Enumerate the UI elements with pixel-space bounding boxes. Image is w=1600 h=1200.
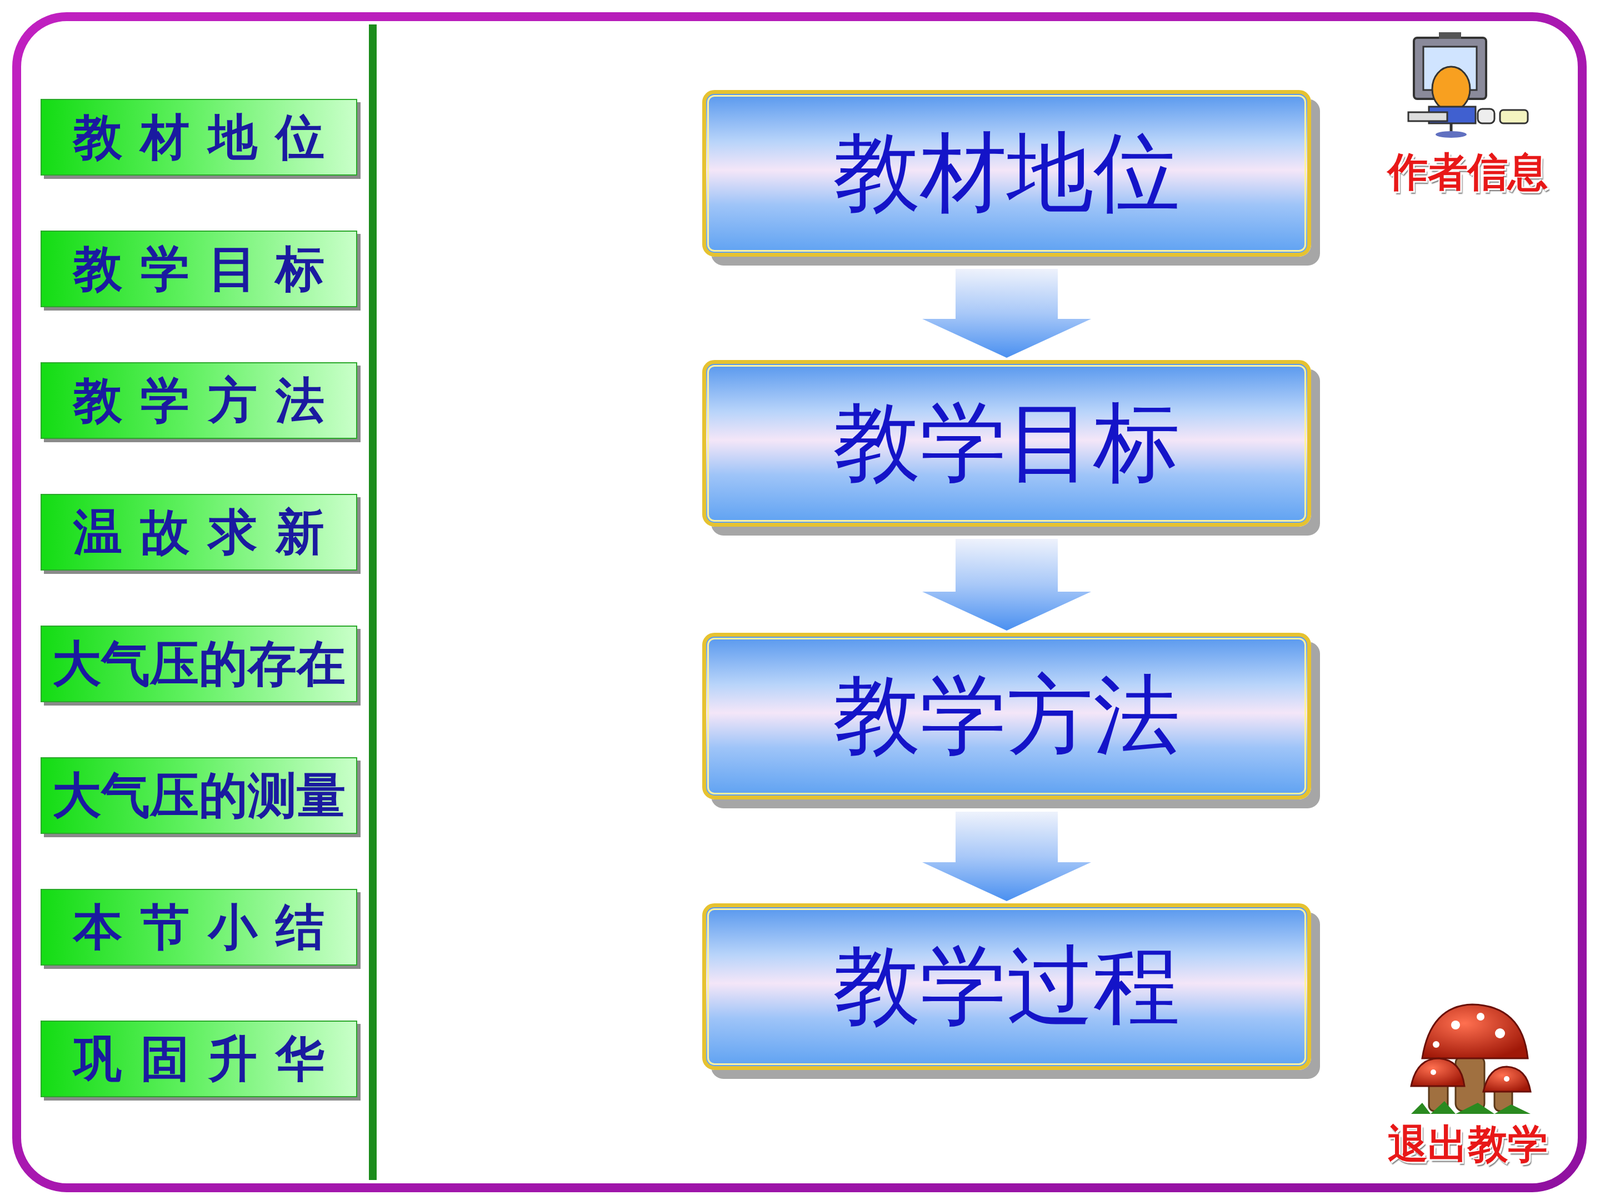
nav-label: 本节小结 [73,894,344,961]
process-box: 教材地位 [702,90,1312,257]
flow-arrow [922,268,1092,358]
process-box: 教学方法 [702,632,1312,800]
menu-link: 作者信息 [1387,145,1548,199]
process-box: 教学目标 [702,360,1312,527]
box-label: 教学目标 [833,385,1180,502]
process-box: 教学过程 [702,903,1312,1070]
flow-arrow [922,538,1092,631]
nav-label: 教学目标 [73,236,344,303]
box-label: 教材地位 [833,115,1180,232]
page-frame [16,16,1583,1188]
box-label: 教学过程 [833,928,1180,1045]
nav-button: 巩固升华 [40,1020,358,1098]
menu-link: 退出教学 [1387,1117,1548,1172]
nav-button: 大气压的存在 [40,625,358,703]
nav-button: 教学目标 [40,230,358,308]
nav-label: 温故求新 [73,499,344,566]
mushroom-icon [1411,1004,1531,1114]
flow-arrow [922,811,1092,902]
nav-button: 教材地位 [40,98,358,176]
nav-button: 本节小结 [40,888,358,966]
nav-label: 教材地位 [73,104,344,171]
nav-label: 教学方法 [73,367,344,434]
box-label: 教学方法 [833,657,1180,775]
nav-button: 教学方法 [40,362,358,439]
nav-button: 大气压的测量 [40,757,358,834]
divider-bar [368,24,377,1180]
nav-label: 大气压的存在 [52,631,346,698]
nav-label: 大气压的测量 [52,762,346,829]
nav-label: 巩固升华 [73,1026,344,1093]
nav-button: 温故求新 [40,493,358,571]
author-icon [1408,32,1528,138]
